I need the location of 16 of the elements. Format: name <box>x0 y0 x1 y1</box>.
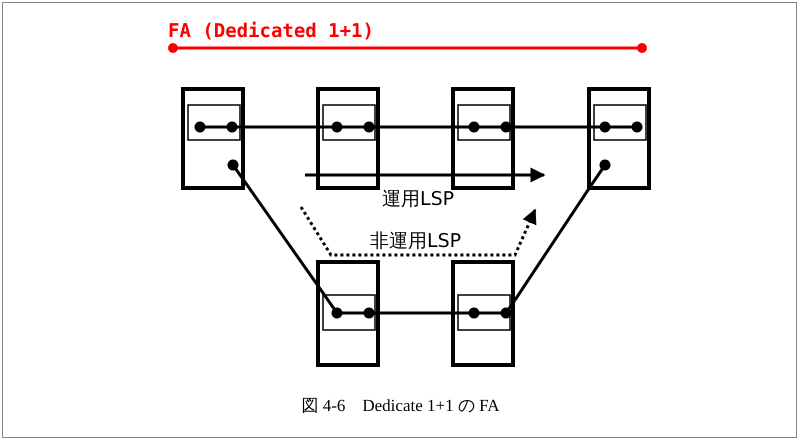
bracket-label: FA (Dedicated 1+1) <box>168 20 374 42</box>
path-label: 運用LSP <box>382 187 454 212</box>
connector-line <box>380 312 451 314</box>
router-box <box>451 260 515 367</box>
connector-line <box>514 189 590 301</box>
router-box <box>587 87 651 190</box>
router-box <box>316 260 380 367</box>
connector-line <box>515 126 587 128</box>
path-label: 非運用LSP <box>370 229 462 254</box>
connector-line <box>244 181 318 284</box>
router-box <box>451 87 515 190</box>
router-box <box>316 87 380 190</box>
figure-caption: 図 4-6 Dedicate 1+1 の FA <box>301 396 500 415</box>
connector-line <box>245 126 316 128</box>
connector-line <box>380 126 451 128</box>
router-box <box>181 87 245 190</box>
